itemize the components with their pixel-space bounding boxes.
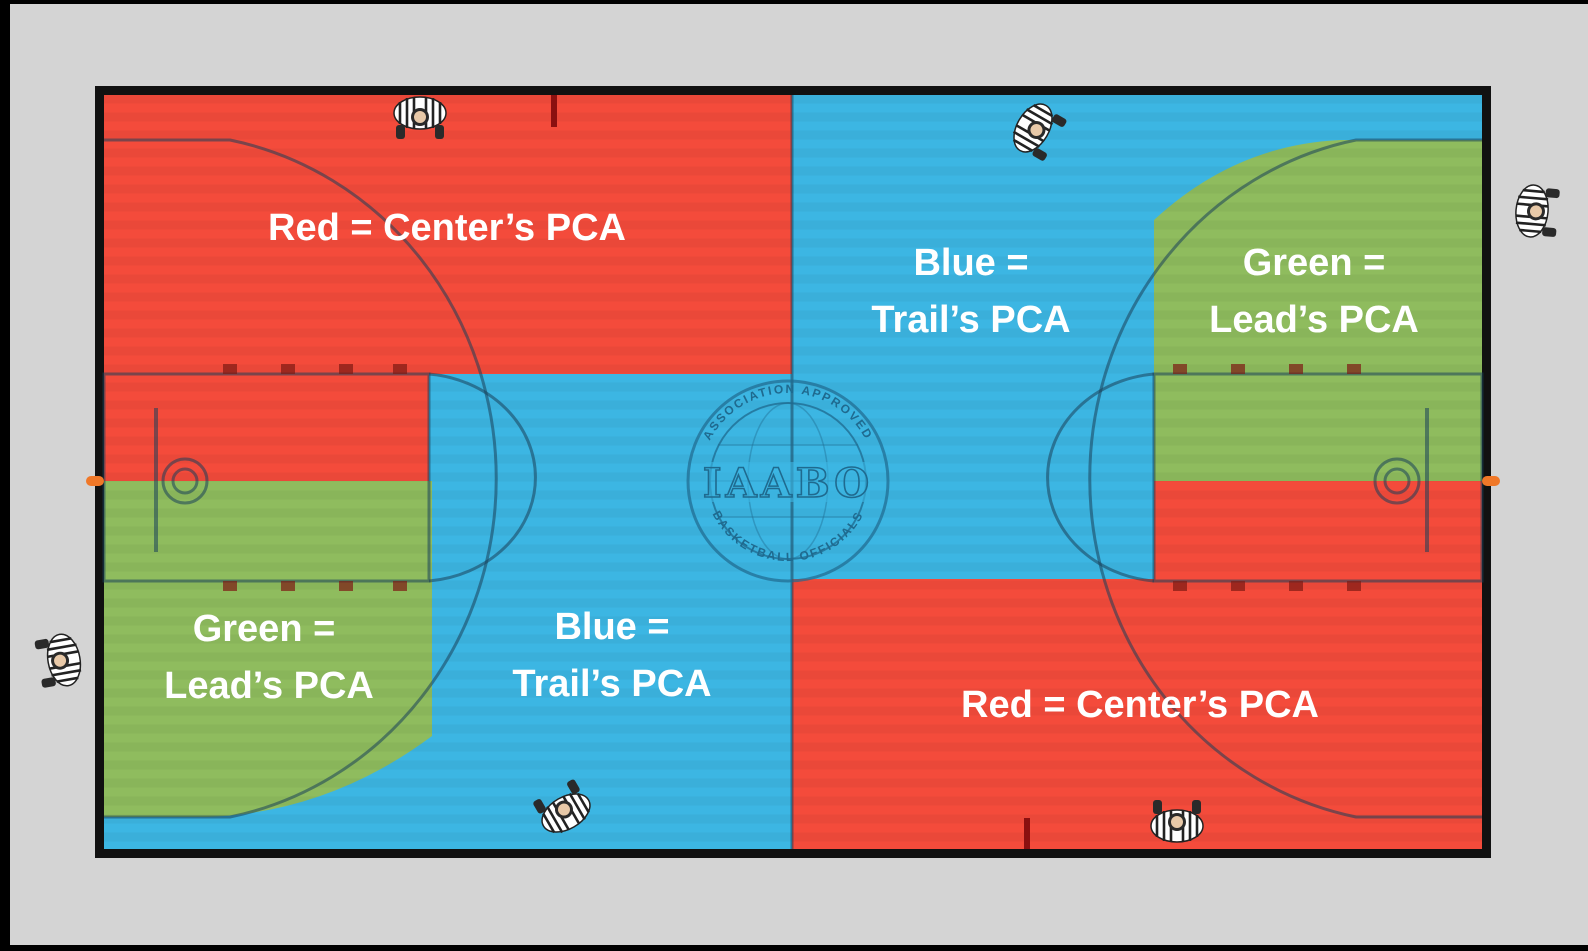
right-basket-stanchion (1482, 476, 1500, 486)
label-green-bottom-line2: Lead’s PCA (164, 665, 374, 707)
left-basket-stanchion (86, 476, 104, 486)
coach-box-tick-top (551, 95, 557, 127)
label-green-bottom-line1: Green = (193, 608, 336, 650)
coach-box-tick-bottom (1024, 818, 1030, 849)
lane-hash-marks (223, 364, 1361, 591)
label-green-top-line1: Green = (1243, 242, 1386, 284)
label-red-top: Red = Center’s PCA (268, 207, 626, 249)
label-red-bottom: Red = Center’s PCA (961, 684, 1319, 726)
logo-main-text: IAABO (703, 460, 873, 507)
label-blue-bottom-line1: Blue = (554, 606, 669, 648)
label-blue-top-line2: Trail’s PCA (871, 299, 1070, 341)
court-lines (102, 95, 1484, 849)
label-green-top-line2: Lead’s PCA (1209, 299, 1419, 341)
label-blue-bottom-line2: Trail’s PCA (512, 663, 711, 705)
label-blue-top-line1: Blue = (913, 242, 1028, 284)
